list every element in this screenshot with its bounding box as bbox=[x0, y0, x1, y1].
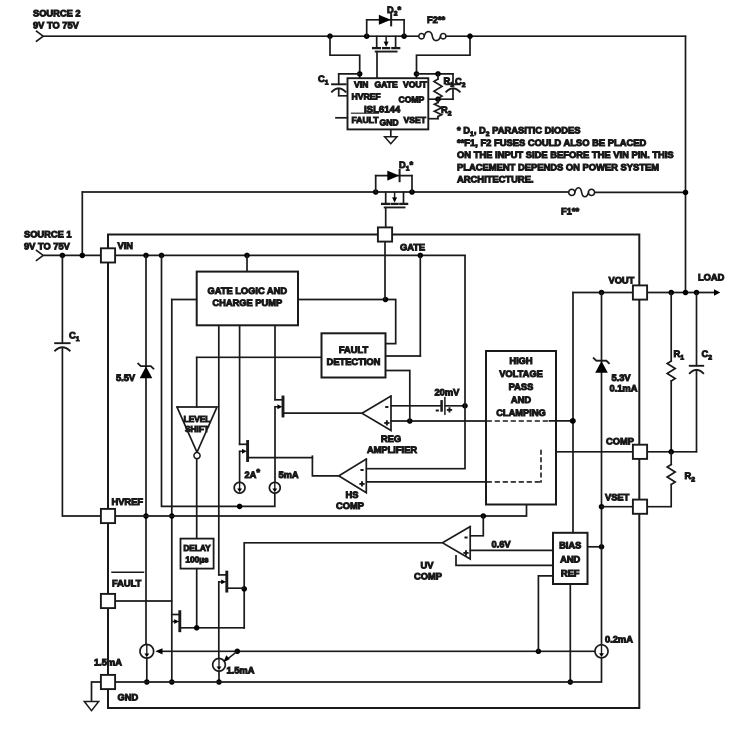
svg-text:REF: REF bbox=[561, 568, 580, 578]
svg-text:SHIFT: SHIFT bbox=[185, 424, 209, 434]
svg-text:C2: C2 bbox=[702, 349, 713, 361]
svg-text:HVREF: HVREF bbox=[352, 91, 381, 101]
svg-text:GATE: GATE bbox=[400, 243, 425, 253]
svg-text:F1**: F1** bbox=[561, 207, 579, 217]
svg-text:PLACEMENT DEPENDS ON POWER SYS: PLACEMENT DEPENDS ON POWER SYSTEM bbox=[457, 161, 659, 172]
svg-text:1.5mA: 1.5mA bbox=[94, 658, 122, 668]
svg-text:1.5mA: 1.5mA bbox=[227, 666, 255, 676]
svg-text:R2: R2 bbox=[441, 105, 452, 117]
svg-text:UV: UV bbox=[421, 560, 435, 570]
svg-text:GND: GND bbox=[118, 692, 139, 702]
svg-text:BIAS: BIAS bbox=[559, 540, 581, 550]
svg-text:C1: C1 bbox=[69, 331, 80, 343]
svg-text:AND: AND bbox=[511, 395, 531, 405]
svg-text:COMP: COMP bbox=[606, 436, 634, 446]
svg-text:R1: R1 bbox=[444, 76, 455, 88]
svg-text:VSET: VSET bbox=[404, 115, 427, 125]
svg-text:-: - bbox=[436, 405, 439, 415]
svg-text:ON THE INPUT SIDE BEFORE THE V: ON THE INPUT SIDE BEFORE THE VIN PIN. TH… bbox=[457, 149, 674, 160]
svg-text:SOURCE 1: SOURCE 1 bbox=[24, 230, 72, 240]
svg-text:VOUT: VOUT bbox=[403, 80, 428, 90]
svg-text:VOUT: VOUT bbox=[609, 275, 635, 285]
svg-text:+: + bbox=[360, 478, 365, 488]
svg-text:+: + bbox=[464, 547, 469, 557]
svg-text:20mV: 20mV bbox=[435, 388, 461, 398]
svg-text:REG: REG bbox=[381, 434, 401, 444]
svg-text:C1: C1 bbox=[318, 74, 329, 86]
svg-text:VIN: VIN bbox=[354, 80, 368, 90]
svg-text:5.3V: 5.3V bbox=[612, 373, 632, 383]
svg-text:LEVEL: LEVEL bbox=[184, 414, 211, 424]
svg-text:+: + bbox=[447, 405, 452, 415]
svg-text:D1*: D1* bbox=[399, 160, 414, 172]
svg-text:R2: R2 bbox=[685, 471, 696, 483]
svg-text:0.6V: 0.6V bbox=[492, 539, 512, 549]
svg-text:GND: GND bbox=[380, 117, 399, 127]
svg-text:HS: HS bbox=[346, 490, 359, 500]
svg-text:+: + bbox=[384, 417, 389, 427]
svg-text:LOAD: LOAD bbox=[698, 272, 725, 282]
svg-text:0.2mA: 0.2mA bbox=[605, 635, 633, 645]
svg-text:GATE: GATE bbox=[375, 80, 399, 90]
svg-text:HIGH: HIGH bbox=[509, 356, 533, 366]
svg-text:VSET: VSET bbox=[605, 492, 630, 502]
svg-text:**F1, F2 FUSES COULD ALSO BE P: **F1, F2 FUSES COULD ALSO BE PLACED bbox=[457, 137, 646, 148]
svg-text:0.1mA: 0.1mA bbox=[610, 384, 638, 394]
svg-text:FAULT: FAULT bbox=[352, 115, 380, 125]
svg-text:AND: AND bbox=[560, 554, 580, 564]
svg-text:F2**: F2** bbox=[427, 15, 445, 25]
svg-text:CLAMPING: CLAMPING bbox=[496, 408, 546, 418]
svg-text:COMP: COMP bbox=[414, 571, 442, 581]
svg-text:FAULT: FAULT bbox=[339, 345, 369, 355]
svg-text:VOLTAGE: VOLTAGE bbox=[499, 369, 543, 379]
svg-text:100µs: 100µs bbox=[185, 554, 209, 564]
svg-text:5mA: 5mA bbox=[279, 470, 299, 480]
svg-text:DETECTION: DETECTION bbox=[327, 357, 381, 367]
svg-text:HVREF: HVREF bbox=[112, 497, 144, 507]
svg-text:COMP: COMP bbox=[399, 94, 425, 104]
svg-text:5.5V: 5.5V bbox=[116, 373, 136, 383]
svg-text:-: - bbox=[465, 531, 468, 541]
svg-text:CHARGE PUMP: CHARGE PUMP bbox=[212, 298, 282, 308]
svg-text:SOURCE 2: SOURCE 2 bbox=[33, 9, 81, 19]
svg-text:-: - bbox=[385, 401, 388, 411]
svg-text:-: - bbox=[361, 464, 364, 474]
svg-text:ARCHITECTURE.: ARCHITECTURE. bbox=[457, 174, 534, 185]
svg-text:9V TO 75V: 9V TO 75V bbox=[24, 241, 71, 251]
svg-text:FAULT: FAULT bbox=[112, 579, 142, 589]
svg-text:R1: R1 bbox=[674, 349, 685, 361]
svg-text:GATE LOGIC AND: GATE LOGIC AND bbox=[208, 286, 288, 296]
svg-text:COMP: COMP bbox=[336, 501, 364, 511]
svg-text:AMPLIFIER: AMPLIFIER bbox=[367, 445, 417, 455]
svg-text:9V TO 75V: 9V TO 75V bbox=[33, 21, 80, 31]
svg-text:C2: C2 bbox=[455, 77, 466, 89]
svg-text:PASS: PASS bbox=[509, 382, 534, 392]
svg-text:* D1, D2 PARASITIC DIODES: * D1, D2 PARASITIC DIODES bbox=[457, 125, 581, 138]
svg-text:2A*: 2A* bbox=[245, 468, 261, 480]
svg-text:D2*: D2* bbox=[387, 5, 402, 17]
svg-text:VIN: VIN bbox=[118, 241, 134, 251]
svg-text:DELAY: DELAY bbox=[183, 543, 211, 553]
